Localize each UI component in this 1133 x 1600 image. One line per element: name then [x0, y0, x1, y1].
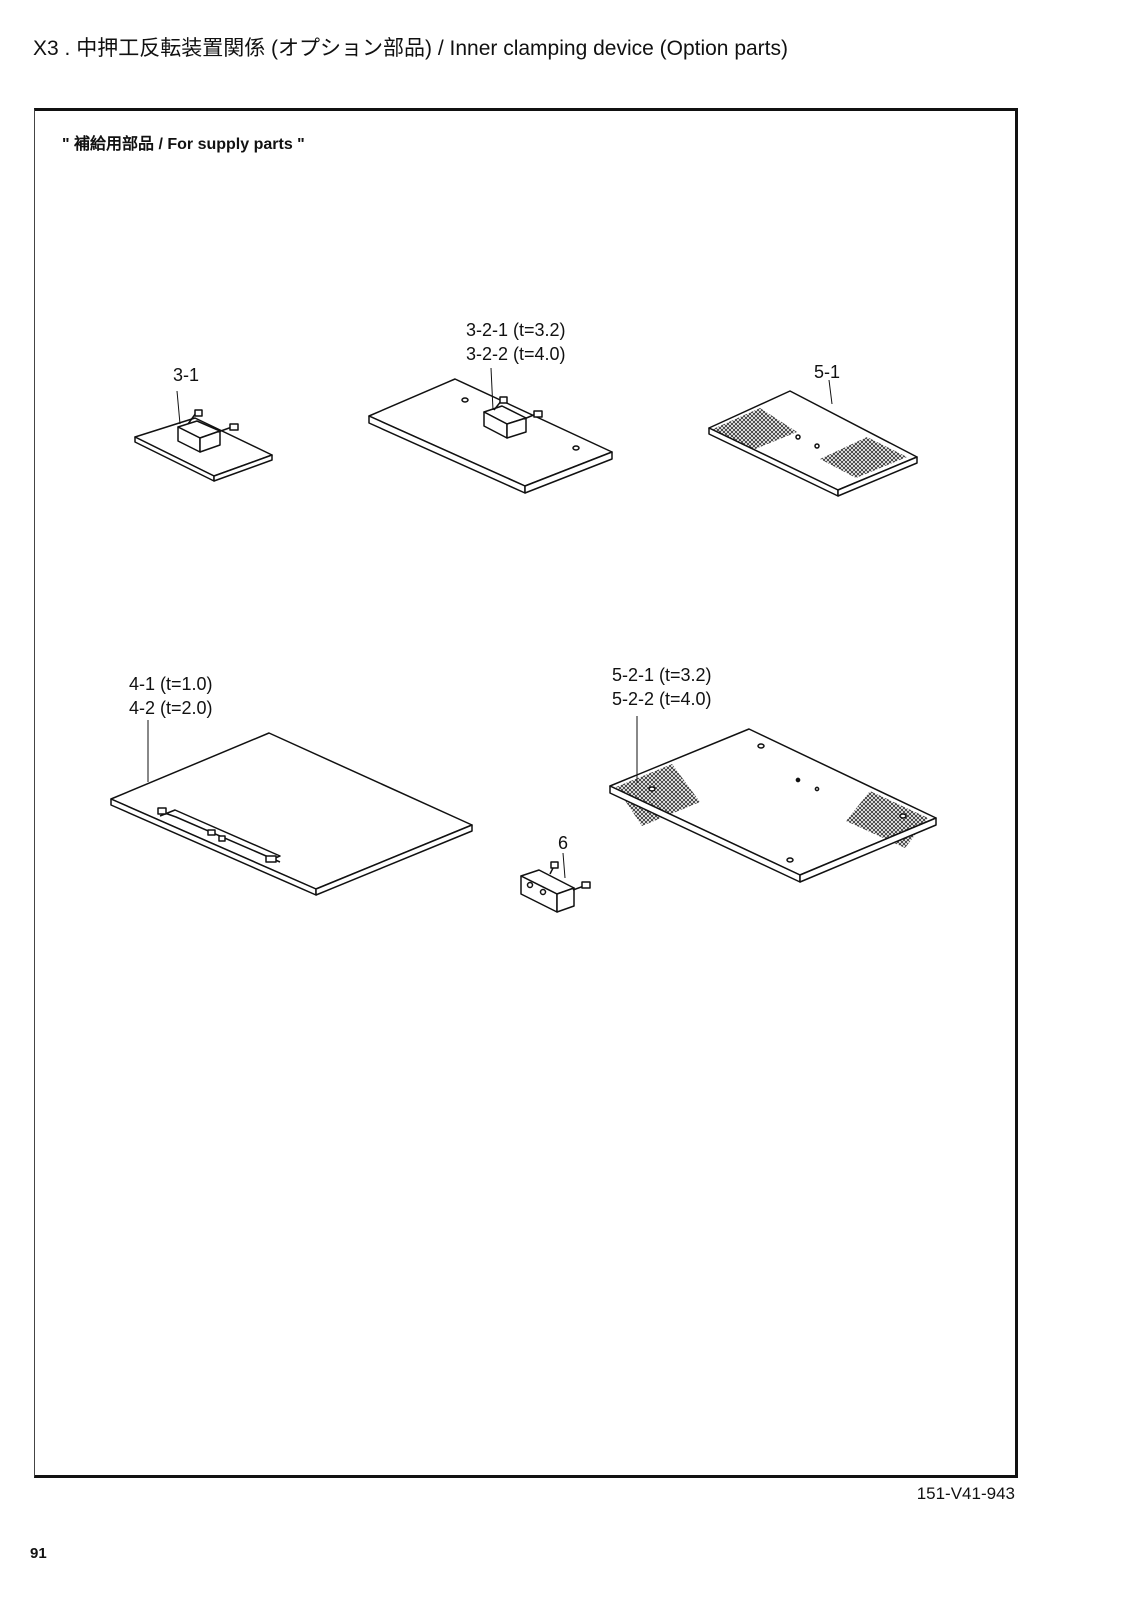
callout-4-1: 4-1 (t=1.0): [129, 674, 213, 694]
callout-5-2-2: 5-2-2 (t=4.0): [612, 689, 712, 709]
callout-6: 6: [558, 833, 569, 853]
callout-3-2-1: 3-2-1 (t=3.2): [466, 320, 566, 340]
part-6: [520, 852, 591, 913]
page-number: 91: [30, 1545, 47, 1562]
supply-parts-label: " 補給用部品 / For supply parts ": [62, 136, 305, 153]
part-3-1: [134, 390, 273, 482]
callout-5-1: 5-1: [814, 362, 841, 382]
drawing-number: 151-V41-943: [916, 1484, 1015, 1503]
callout-5-2-1: 5-2-1 (t=3.2): [612, 665, 712, 685]
part-5-1: [708, 379, 918, 497]
part-3-2: [368, 367, 613, 494]
part-5-2: [609, 716, 937, 883]
callout-3-1: 3-1: [173, 365, 200, 385]
callout-3-2-2: 3-2-2 (t=4.0): [466, 344, 566, 364]
diagram-frame: [34, 108, 1018, 1478]
callout-4-2: 4-2 (t=2.0): [129, 698, 213, 718]
page-title: X3 . 中押工反転装置関係 (オプション部品) / Inner clampin…: [33, 37, 789, 60]
part-4: [110, 720, 473, 896]
